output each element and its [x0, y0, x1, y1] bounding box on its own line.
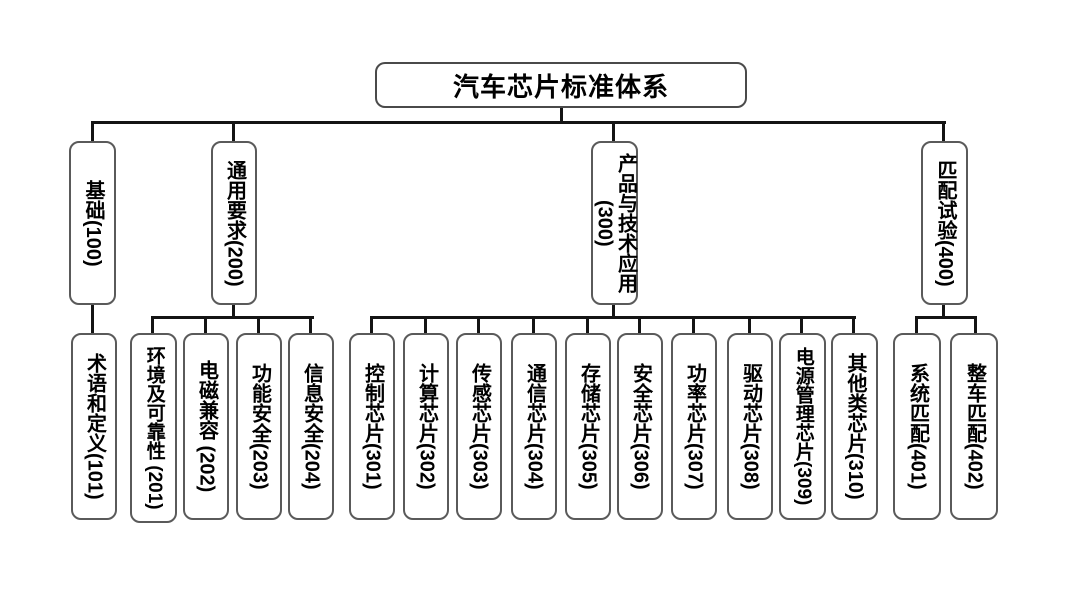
- connector-stub-304: [532, 316, 535, 334]
- connector-200-stub: [232, 305, 235, 318]
- connector-stub-305: [586, 316, 589, 334]
- node-305: 存储芯片(305): [565, 333, 611, 520]
- node-root: 汽车芯片标准体系: [375, 62, 747, 108]
- node-310: 其他类芯片(310): [831, 333, 878, 520]
- connector-100-101: [91, 305, 94, 334]
- node-201: 环境及可靠性 (201): [130, 333, 177, 523]
- node-401: 系统匹配(401): [893, 333, 941, 520]
- connector-stub-306: [638, 316, 641, 334]
- connector-stub-300: [612, 121, 615, 142]
- connector-level1-hline: [91, 121, 946, 124]
- node-100: 基础(100): [69, 141, 116, 305]
- connector-stub-201: [151, 316, 154, 334]
- node-302: 计算芯片(302): [403, 333, 449, 520]
- node-308: 驱动芯片(308): [727, 333, 773, 520]
- connector-stub-303: [477, 316, 480, 334]
- connector-stub-402: [974, 316, 977, 334]
- connector-300-stub: [612, 305, 615, 318]
- node-202: 电磁兼容 (202): [183, 333, 229, 520]
- node-402: 整车匹配(402): [950, 333, 998, 520]
- connector-stub-203: [257, 316, 260, 334]
- connector-stub-204: [309, 316, 312, 334]
- connector-200-hline: [151, 316, 314, 319]
- connector-stub-401: [915, 316, 918, 334]
- node-307: 功率芯片(307): [671, 333, 717, 520]
- connector-stub-302: [424, 316, 427, 334]
- node-303: 传感芯片(303): [456, 333, 502, 520]
- connector-stub-100: [91, 121, 94, 142]
- connector-300-hline: [370, 316, 856, 319]
- node-203: 功能安全(203): [236, 333, 282, 520]
- connector-root-stub: [560, 108, 563, 122]
- node-301: 控制芯片(301): [349, 333, 395, 520]
- connector-stub-202: [204, 316, 207, 334]
- connector-stub-307: [692, 316, 695, 334]
- connector-stub-309: [800, 316, 803, 334]
- connector-stub-400: [942, 121, 945, 142]
- connector-400-stub: [942, 305, 945, 318]
- connector-400-hline: [915, 316, 977, 319]
- node-300: 产品与技术应用(300): [591, 141, 638, 305]
- node-306: 安全芯片(306): [617, 333, 663, 520]
- node-204: 信息安全(204): [288, 333, 334, 520]
- connector-stub-200: [232, 121, 235, 142]
- connector-stub-310: [852, 316, 855, 334]
- node-101: 术语和定义(101): [71, 333, 117, 520]
- node-309: 电源管理芯片(309): [779, 333, 826, 520]
- node-400: 匹配试验(400): [921, 141, 968, 305]
- connector-stub-301: [370, 316, 373, 334]
- node-304: 通信芯片(304): [511, 333, 557, 520]
- node-200: 通用要求(200): [211, 141, 257, 305]
- connector-stub-308: [748, 316, 751, 334]
